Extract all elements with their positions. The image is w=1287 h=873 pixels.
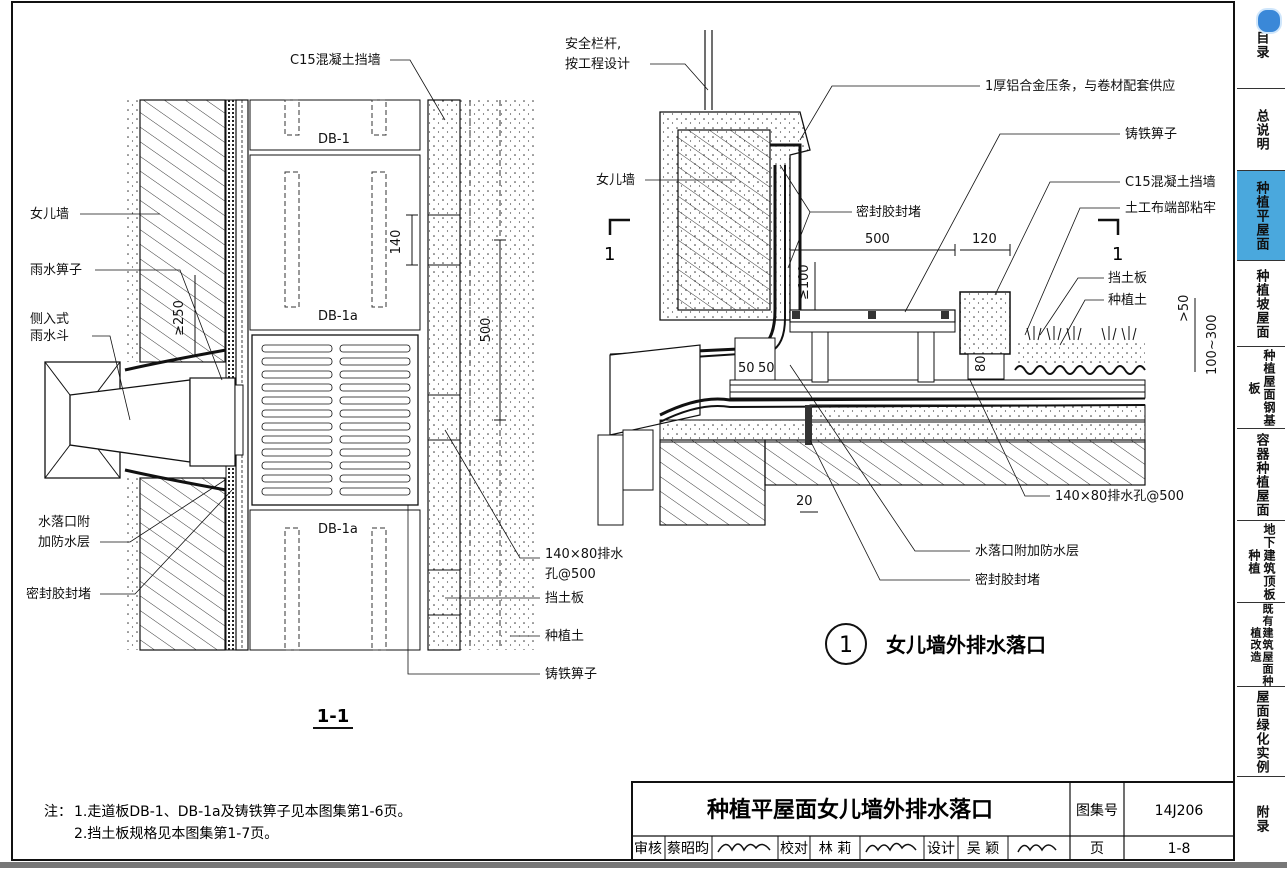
label-retaining-r: 挡土板 [1108, 271, 1147, 286]
dim-120: 120 [972, 232, 997, 247]
label-hole-r: 140×80排水孔@500 [1055, 489, 1184, 504]
dim-50a: >50 [1177, 295, 1192, 322]
detail-number-circle [825, 623, 867, 665]
parapet-lower [139, 477, 226, 651]
dim-50c: 50 [758, 361, 775, 376]
check-label: 校对 [780, 840, 808, 857]
dim-20: 20 [796, 494, 813, 509]
design-signature [1017, 844, 1057, 853]
review-label: 审核 [634, 841, 662, 857]
sidebar-item-label: 地下建筑顶板种植 [1247, 523, 1276, 601]
dim-80: 80 [974, 355, 989, 372]
label-c15-wall-r: C15混凝土挡墙 [1125, 174, 1216, 190]
note-line-2: 2.挡土板规格见本图集第1-7页。 [74, 825, 278, 842]
section-mark-left: 1 [604, 244, 615, 265]
sidebar-item-label: 容器种植屋面 [1253, 433, 1269, 517]
section-1-1: 140 500 ≥250 C15混凝土挡墙 DB-1 DB-1a DB-1a 女… [26, 52, 623, 729]
label-railing-2: 按工程设计 [565, 57, 630, 72]
label-parapet-r: 女儿墙 [596, 172, 635, 188]
label-sealant: 密封胶封堵 [26, 586, 91, 602]
label-retaining: 挡土板 [545, 591, 584, 606]
design-label: 设计 [927, 841, 955, 857]
section-mark-right: 1 [1112, 244, 1123, 265]
sidebar-item-toc[interactable]: 目录 [1237, 2, 1285, 88]
c15-wall [427, 99, 461, 651]
sheet-border [11, 1, 1235, 861]
sidebar-item-container[interactable]: 容器种植屋面 [1237, 428, 1285, 521]
dim-100: ≥100 [797, 264, 812, 300]
review-name: 蔡昭昀 [667, 841, 709, 857]
c15-retaining-wall [959, 291, 1011, 355]
label-db1a-bottom: DB-1a [318, 522, 358, 537]
sidebar-item-label: 总说明 [1253, 109, 1269, 151]
label-hole-2: 孔@500 [545, 567, 596, 582]
check-name: 林 莉 [819, 841, 851, 857]
label-db1: DB-1 [318, 132, 350, 147]
sidebar-item-general[interactable]: 总说明 [1237, 88, 1285, 171]
label-sealant-bottom: 密封胶封堵 [975, 572, 1040, 588]
title-block: 种植平屋面女儿墙外排水落口 图集号 14J206 审核 蔡昭昀 校对 林 莉 设… [631, 781, 1235, 861]
sidebar-item-label: 附录 [1253, 805, 1269, 833]
sidebar-item-flat-roof[interactable]: 种植平屋面 [1237, 170, 1285, 261]
label-soil-r: 种植土 [1108, 293, 1147, 308]
label-cast-grate-r: 铸铁箅子 [1125, 126, 1177, 142]
page-number: 1-8 [1168, 841, 1191, 857]
sidebar-item-pitched-roof[interactable]: 种植坡屋面 [1237, 260, 1285, 347]
dim-50b: 50 [738, 361, 755, 376]
notes-prefix: 注： [44, 804, 72, 820]
sidebar-item-examples[interactable]: 屋面绿化实例 [1237, 686, 1285, 777]
page-label: 页 [1090, 841, 1104, 857]
dim-500: 500 [865, 232, 890, 247]
check-signature [865, 842, 917, 853]
dim-250: ≥250 [172, 300, 187, 336]
label-alu-strip: 1厚铝合金压条，与卷材配套供应 [985, 78, 1175, 94]
parapet-body [677, 129, 771, 311]
sidebar-item-basement[interactable]: 地下建筑顶板种植 [1237, 520, 1285, 603]
label-sealant-top: 密封胶封堵 [856, 204, 921, 220]
sidebar-item-retrofit[interactable]: 既有建筑屋面种植改造 [1237, 602, 1285, 687]
label-outlet-wp-1: 水落口附 [38, 515, 90, 530]
label-parapet: 女儿墙 [30, 206, 69, 222]
atlas-number: 14J206 [1155, 803, 1204, 819]
review-signature [717, 843, 771, 853]
label-soil: 种植土 [545, 629, 584, 644]
planting-soil [460, 100, 535, 650]
label-outlet-wp-r: 水落口附加防水层 [975, 543, 1079, 559]
sidebar-item-steel-deck[interactable]: 种植屋面钢基板 [1237, 346, 1285, 429]
detail-1: 1 1 500 120 ≥100 >50 100~300 50 50 80 20… [565, 30, 1220, 665]
sidebar-item-label: 屋面绿化实例 [1253, 690, 1269, 774]
dim-140: 140 [389, 230, 404, 255]
detail-number: 1 [839, 633, 853, 658]
note-line-1: 1.走道板DB-1、DB-1a及铸铁箅子见本图集第1-6页。 [74, 803, 412, 820]
label-side-drain-2: 雨水斗 [30, 329, 69, 344]
sidebar-item-label: 种植平屋面 [1253, 181, 1269, 251]
label-db1a-top: DB-1a [318, 309, 358, 324]
label-outlet-wp-2: 加防水层 [38, 534, 90, 550]
dim-range: 100~300 [1205, 314, 1220, 375]
label-side-drain-1: 侧入式 [30, 312, 69, 327]
label-railing-1: 安全栏杆, [565, 36, 621, 52]
sidebar-item-label: 种植屋面钢基板 [1247, 349, 1276, 427]
label-geotextile: 土工布端部粘牢 [1125, 201, 1216, 216]
atlas-label: 图集号 [1076, 802, 1118, 819]
label-c15-wall: C15混凝土挡墙 [290, 52, 381, 68]
sidebar-item-label: 目录 [1253, 31, 1269, 59]
design-name: 吴 颖 [967, 841, 999, 857]
section-title: 1-1 [317, 706, 350, 727]
corner-badge-icon[interactable] [1256, 8, 1282, 34]
detail-title: 女儿墙外排水落口 [886, 633, 1046, 657]
dim-500: 500 [479, 318, 494, 343]
sidebar-item-label: 既有建筑屋面种植改造 [1249, 603, 1274, 687]
sidebar-item-appendix[interactable]: 附录 [1237, 776, 1285, 861]
label-cast-grate: 铸铁箅子 [545, 666, 597, 682]
sheet-title: 种植平屋面女儿墙外排水落口 [707, 797, 993, 823]
label-rain-grate: 雨水箅子 [30, 262, 82, 278]
label-hole-1: 140×80排水 [545, 547, 623, 562]
sidebar-item-label: 种植坡屋面 [1253, 269, 1269, 339]
